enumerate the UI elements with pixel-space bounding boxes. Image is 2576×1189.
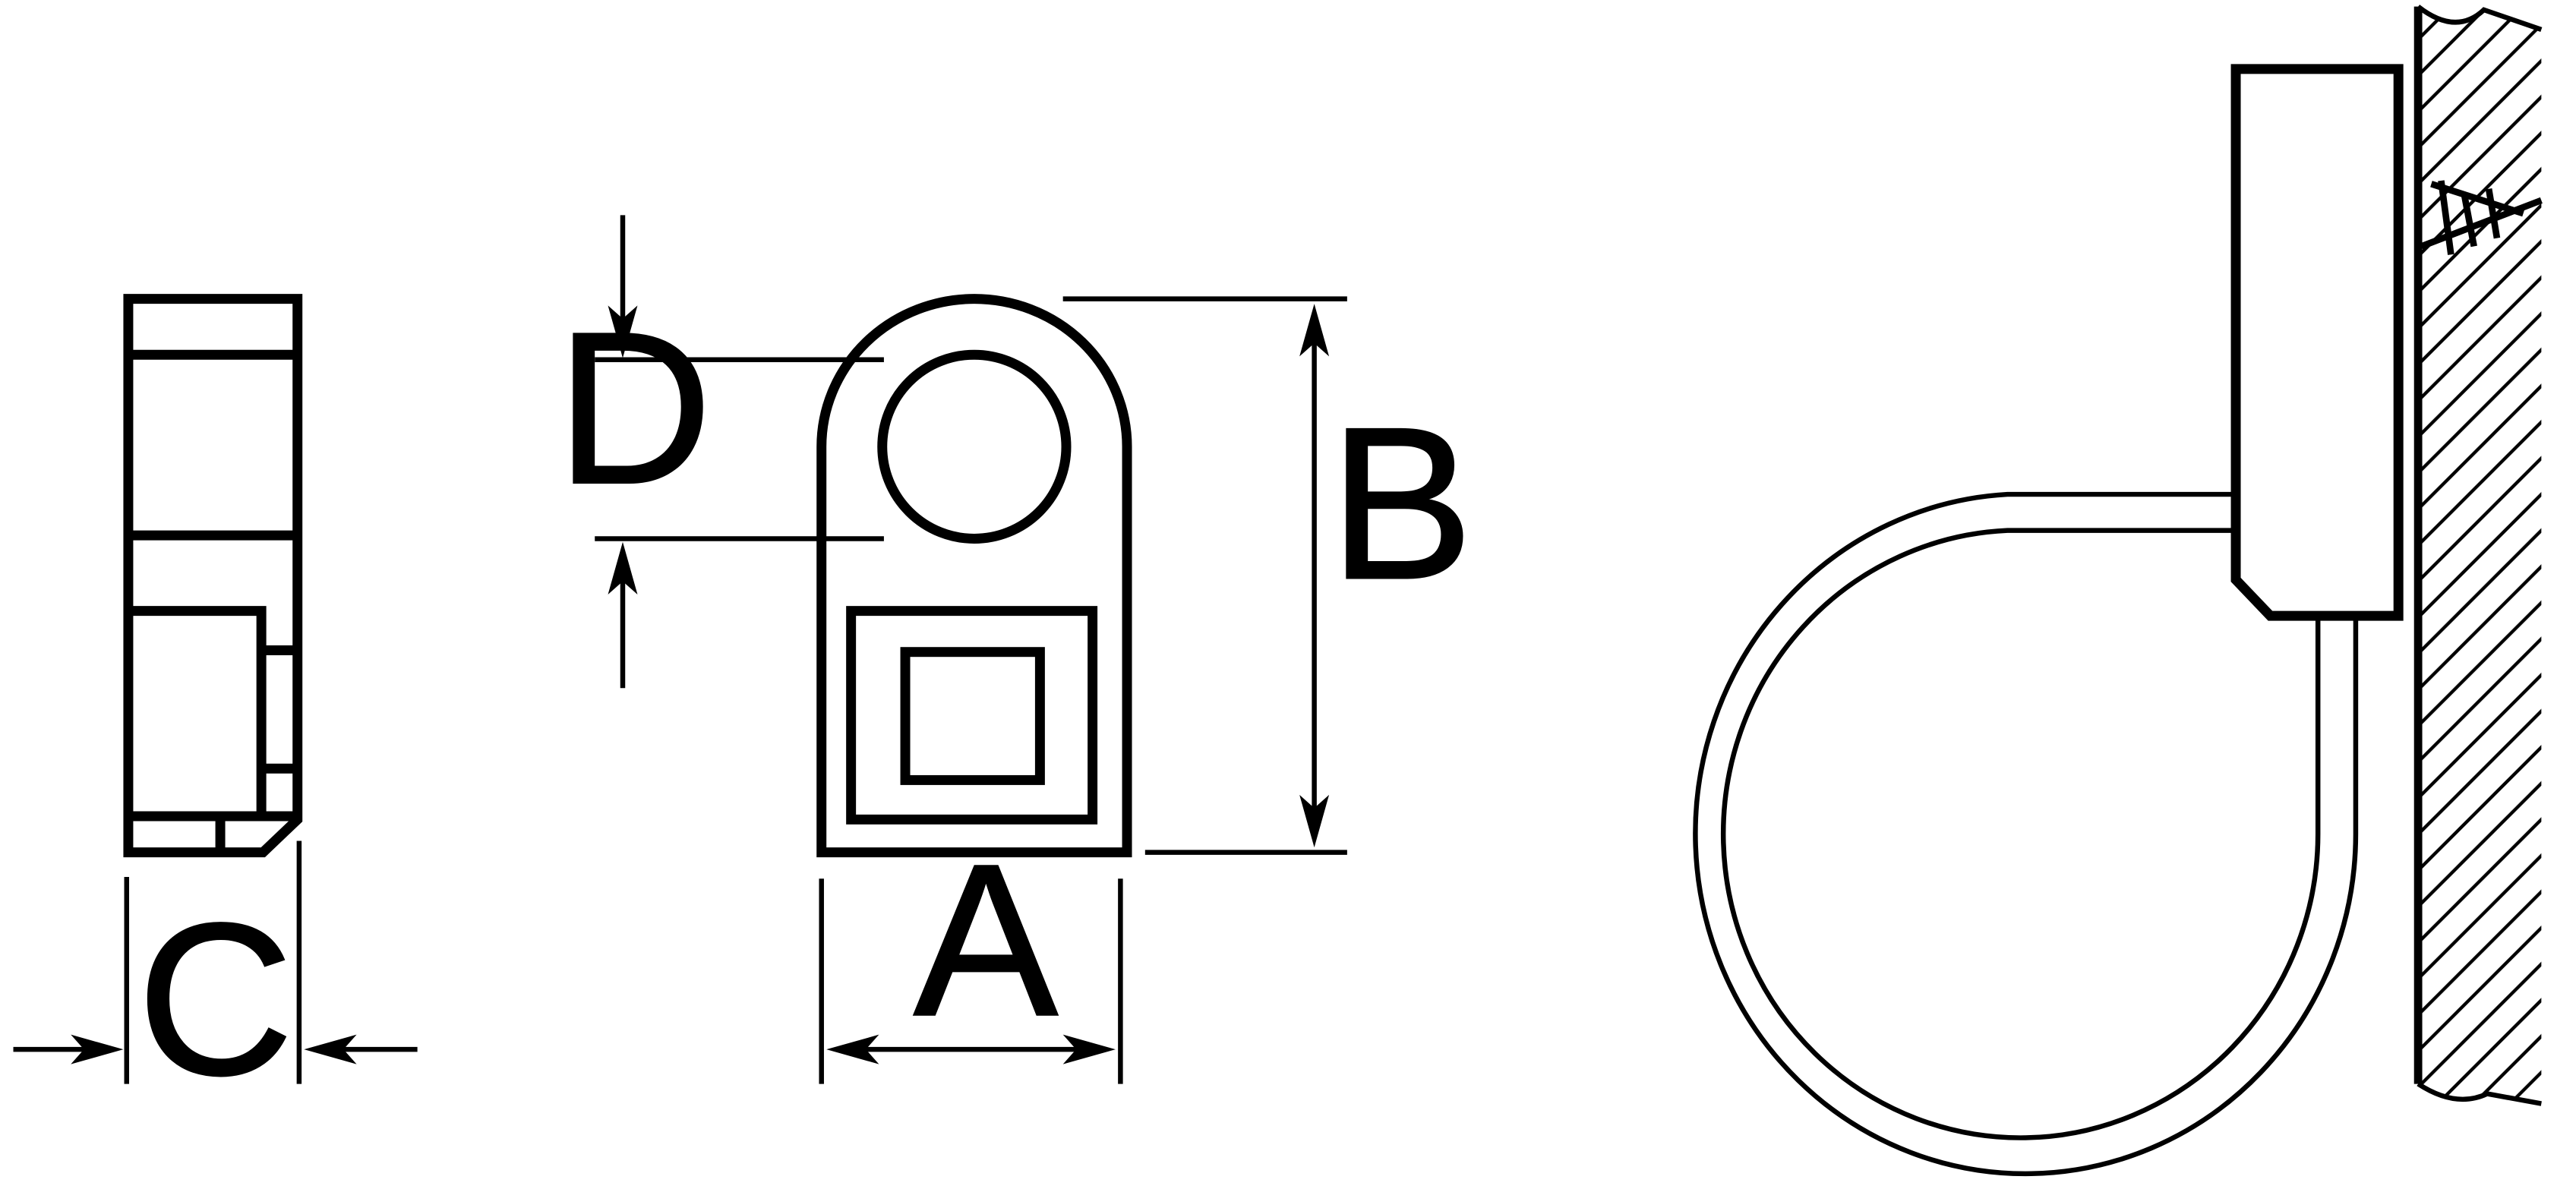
dimension-c-arrowhead-right [304,1034,357,1064]
dimension-a-arrowhead-left [826,1034,879,1064]
wall-hatching [2418,6,2542,1104]
dimension-d-label: D [556,287,712,529]
clip-strap-outer [1693,491,2359,1177]
dimension-b-label: B [1329,382,1473,624]
front-view-outline [816,294,1132,858]
clip-front-view [816,294,1132,858]
dimension-a-label: A [914,819,1059,1061]
front-view-outer-square [846,606,1098,825]
wall-bottom-break [2417,1081,2542,1106]
dimension-d-arrowhead-bottom [608,541,638,594]
dimension-b: B [1062,296,1475,855]
front-view-inner-square [900,647,1045,785]
clip-mounting-block [2230,64,2404,621]
side-view-inner-block [128,606,267,817]
dimension-d: D [555,215,884,689]
cable-clip-loop [1693,491,2359,1177]
dimension-a-arrowhead-right [1062,1034,1116,1064]
wall-top-break [2417,5,2543,33]
fastener-icon [2420,180,2543,255]
mounting-hole [877,349,1072,544]
dimension-d-arrowhead-top [608,305,638,358]
dimension-b-arrowhead-top [1299,304,1330,357]
clip-strap-inner [1720,528,2321,1140]
clip-side-view [123,294,303,858]
wall-section [2413,5,2543,1106]
dimension-c-arrowhead-left [71,1034,124,1064]
dimension-c: C [13,840,418,1121]
side-view-outline [123,294,303,858]
dimension-b-arrowhead-bottom [1299,794,1330,848]
dimension-a: A [819,818,1123,1084]
dimension-c-label: C [137,878,293,1121]
